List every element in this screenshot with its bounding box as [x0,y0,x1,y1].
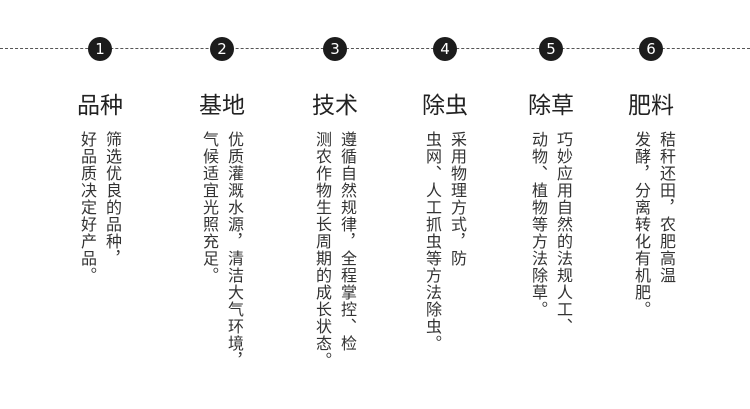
step-description-line: 虫网、人工抓虫等方法除虫。 [423,131,442,352]
step-title: 肥料 [628,93,674,119]
step-description-line: 优质灌溉水源，清洁大气环境， [225,131,244,369]
step-title: 除虫 [422,93,468,119]
step-description-line: 秸秆还田，农肥高温 [657,131,676,284]
step-description: 优质灌溉水源，清洁大气环境， 气候适宜光照充足。 [197,131,247,396]
step-base: 2 基地 优质灌溉水源，清洁大气环境， 气候适宜光照充足。 [167,0,277,409]
step-number-badge: 4 [433,37,457,61]
step-description-line: 遵循自然规律，全程掌控、检 [338,131,357,352]
step-description: 采用物理方式，防虫网、人工抓虫等方法除虫。 [420,131,470,396]
step-description-line: 筛选优良的品种， [103,131,122,267]
step-number-badge: 6 [639,37,663,61]
step-fertilizer: 6 肥料 秸秆还田，农肥高温发酵，分离转化有机肥。 [596,0,706,409]
step-description-line: 动物、植物等方法除草。 [529,131,548,318]
timeline-dashed-line [0,48,750,49]
step-technology: 3 技术 遵循自然规律，全程掌控、检测农作物生长周期的成长状态。 [280,0,390,409]
step-variety: 1 品种 筛选优良的品种， 好品质决定好产品。 [45,0,155,409]
step-pest-control: 4 除虫 采用物理方式，防虫网、人工抓虫等方法除虫。 [390,0,500,409]
step-title: 品种 [77,93,123,119]
step-title: 除草 [528,93,574,119]
step-number-badge: 2 [210,37,234,61]
step-weeding: 5 除草 巧妙应用自然的法规人工、动物、植物等方法除草。 [496,0,606,409]
step-number-badge: 5 [539,37,563,61]
step-description: 秸秆还田，农肥高温发酵，分离转化有机肥。 [629,131,679,396]
step-description: 巧妙应用自然的法规人工、动物、植物等方法除草。 [526,131,576,396]
step-description-line: 采用物理方式，防 [448,131,467,267]
step-number-badge: 3 [323,37,347,61]
step-description-line: 巧妙应用自然的法规人工、 [554,131,573,335]
step-description: 筛选优良的品种， 好品质决定好产品。 [75,131,125,396]
step-description-line: 气候适宜光照充足。 [200,131,219,284]
step-description: 遵循自然规律，全程掌控、检测农作物生长周期的成长状态。 [310,131,360,396]
step-description-line: 测农作物生长周期的成长状态。 [313,131,332,369]
step-title: 基地 [199,93,245,119]
step-description-line: 好品质决定好产品。 [78,131,97,284]
step-number-badge: 1 [88,37,112,61]
step-title: 技术 [312,93,358,119]
step-description-line: 发酵，分离转化有机肥。 [632,131,651,318]
